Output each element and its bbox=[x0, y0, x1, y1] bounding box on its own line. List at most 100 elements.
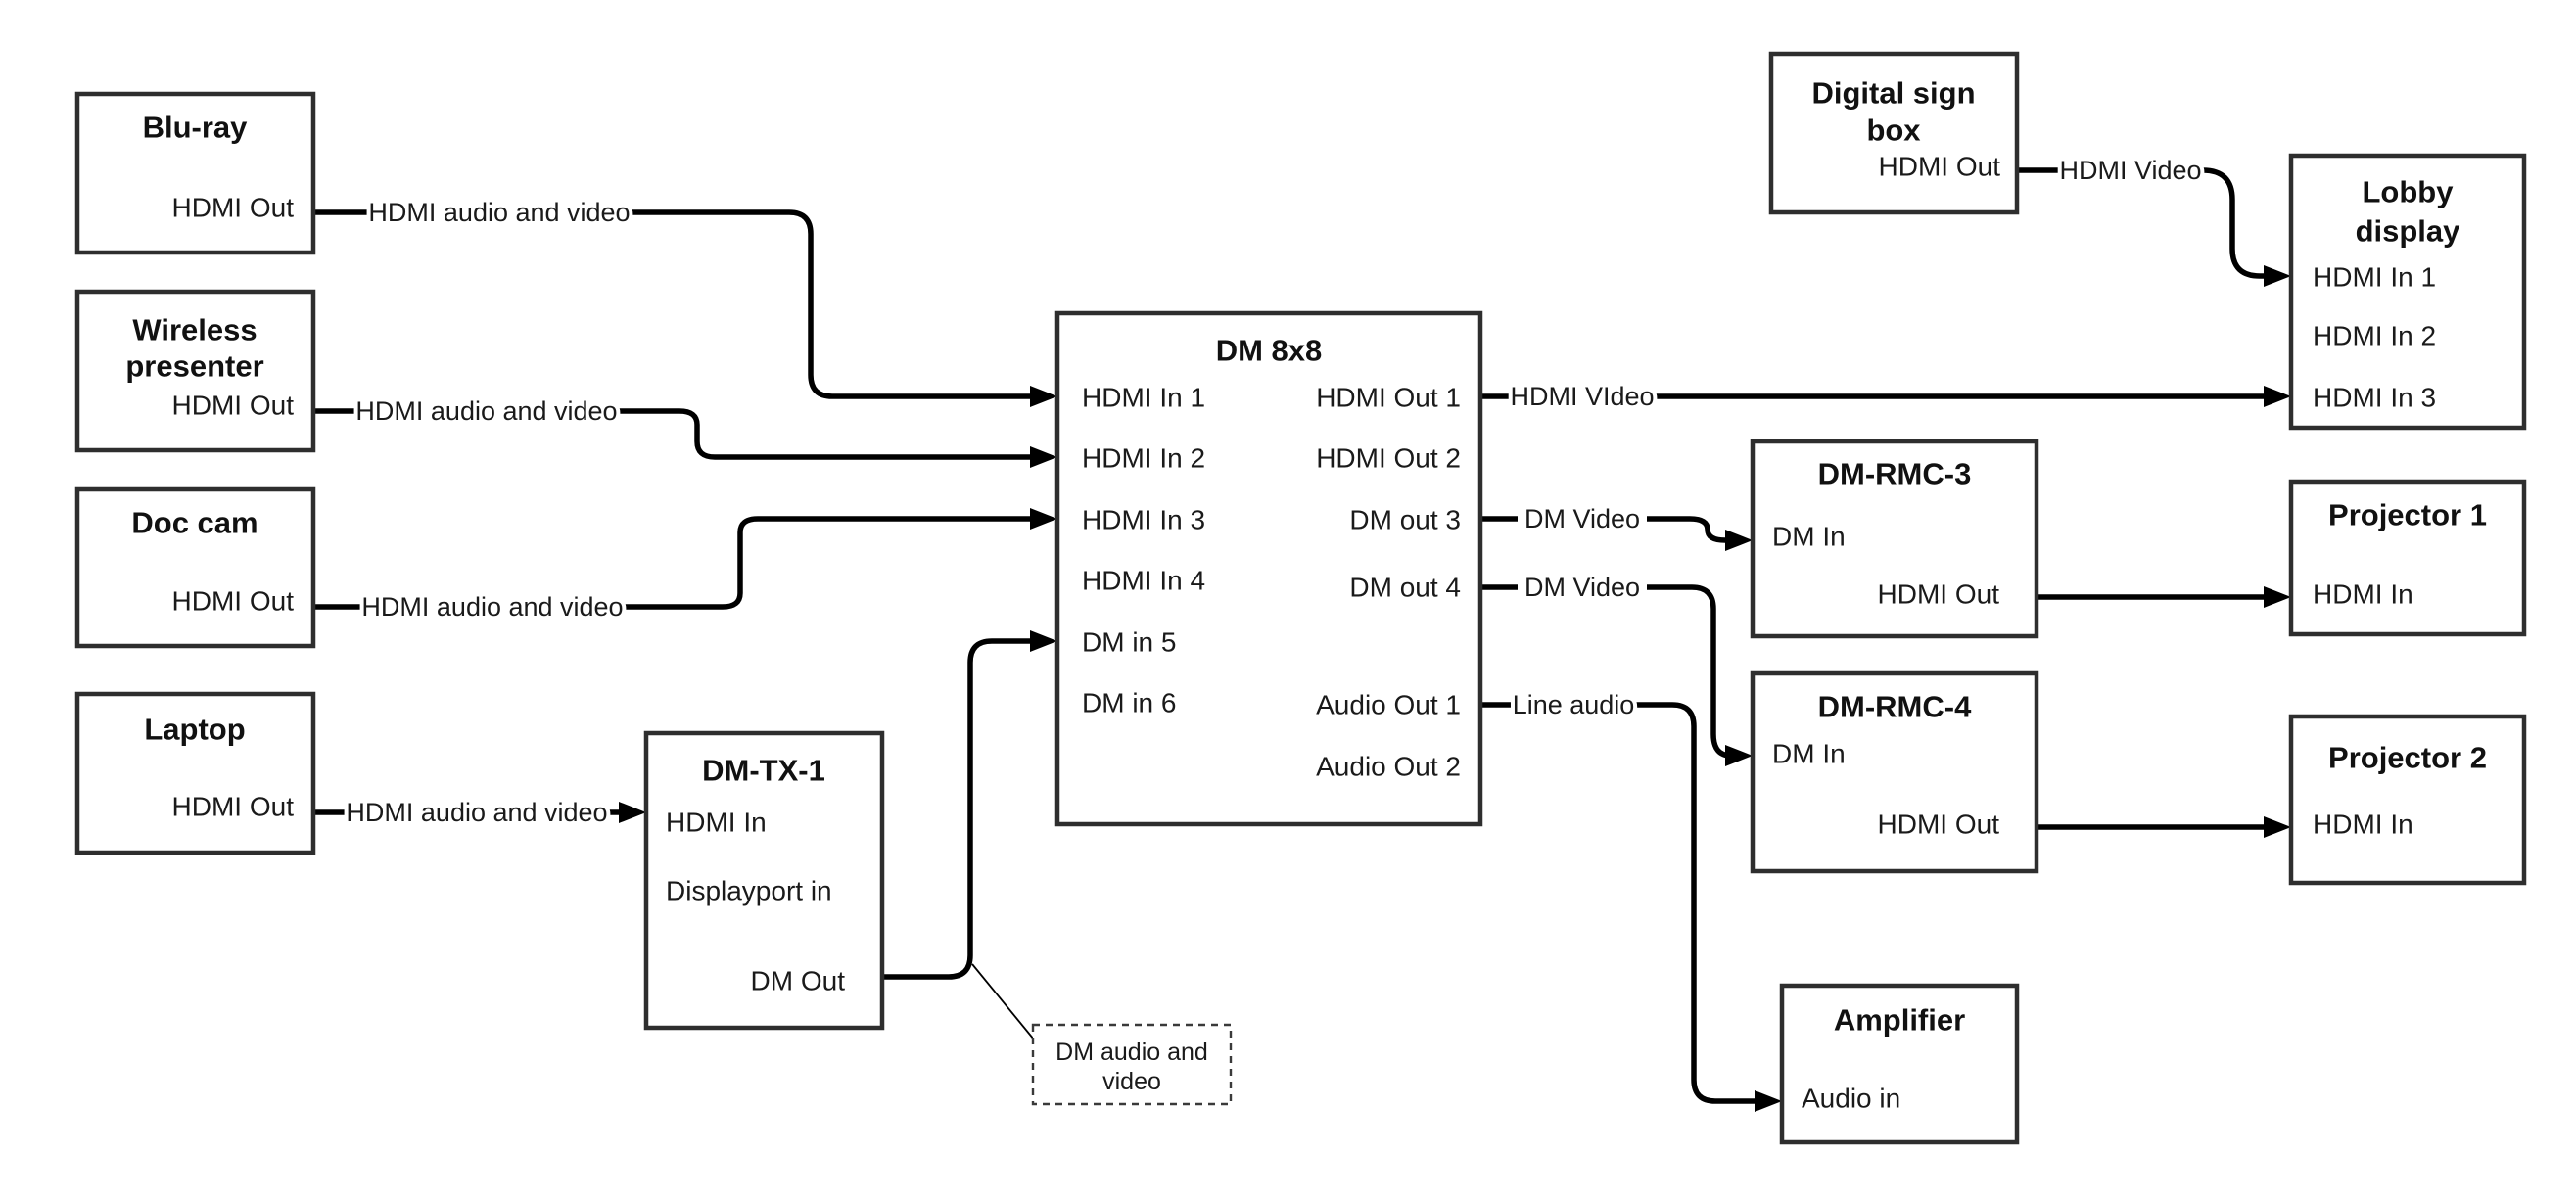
arrowhead bbox=[2264, 816, 2291, 838]
node-title: DM-RMC-3 bbox=[1818, 457, 1972, 491]
wire-doccam-to-dm8x8 bbox=[619, 516, 1032, 610]
node-box bbox=[2288, 153, 2527, 431]
node-box bbox=[74, 691, 316, 855]
port-hdmi-out: HDMI Out bbox=[172, 391, 295, 421]
wire-wireless-to-dm8x8 bbox=[611, 408, 1032, 460]
annotation-text: video bbox=[1102, 1068, 1161, 1095]
arrowhead bbox=[2264, 265, 2291, 287]
wire-label: HDMI audio and video bbox=[355, 396, 617, 426]
annotation-box bbox=[1031, 1023, 1233, 1106]
wire-label: HDMI audio and video bbox=[368, 198, 630, 227]
wire-label: HDMI audio and video bbox=[346, 798, 607, 827]
arrowhead bbox=[1030, 508, 1057, 530]
node-box bbox=[1779, 983, 2020, 1145]
port-hdmi-in: HDMI In bbox=[2313, 809, 2413, 840]
arrowhead bbox=[619, 802, 646, 823]
node-projector-1: Projector 1 HDMI In bbox=[2288, 479, 2527, 637]
node-title: Blu-ray bbox=[143, 111, 249, 145]
node-wireless-presenter: Wireless presenter HDMI Out bbox=[74, 289, 316, 453]
port-dm-out-3: DM out 3 bbox=[1349, 505, 1461, 535]
node-laptop: Laptop HDMI Out bbox=[74, 691, 316, 855]
node-dm-rmc-3: DM-RMC-3 DM In HDMI Out bbox=[1750, 439, 2039, 639]
port-hdmi-out: HDMI Out bbox=[1879, 152, 2001, 182]
port-dm-in: DM In bbox=[1772, 522, 1846, 552]
node-box bbox=[74, 486, 316, 649]
node-title: Lobby bbox=[2363, 175, 2455, 209]
wire-digitalsign-to-lobby bbox=[2201, 167, 2266, 279]
port-hdmi-out-1: HDMI Out 1 bbox=[1316, 383, 1461, 413]
node-box bbox=[1054, 310, 1483, 827]
node-box bbox=[1750, 439, 2039, 639]
node-doc-cam: Doc cam HDMI Out bbox=[74, 486, 316, 649]
wire-label: DM Video bbox=[1524, 573, 1640, 602]
port-hdmi-in-3: HDMI In 3 bbox=[1082, 505, 1205, 535]
wire-label: HDMI audio and video bbox=[361, 592, 623, 622]
port-hdmi-in-1: HDMI In 1 bbox=[2313, 262, 2436, 293]
port-hdmi-in-2: HDMI In 2 bbox=[1082, 443, 1205, 474]
arrowhead bbox=[1030, 630, 1057, 652]
node-title: Laptop bbox=[144, 713, 245, 747]
annotation-text: DM audio and bbox=[1055, 1039, 1208, 1066]
wire-label: HDMI VIdeo bbox=[1510, 382, 1654, 411]
port-hdmi-out: HDMI Out bbox=[172, 193, 295, 223]
arrowhead bbox=[1755, 1090, 1782, 1112]
node-lobby-display: Lobby display HDMI In 1 HDMI In 2 HDMI I… bbox=[2288, 153, 2527, 431]
port-hdmi-in-4: HDMI In 4 bbox=[1082, 566, 1205, 596]
node-title: Wireless bbox=[132, 313, 257, 347]
node-box bbox=[2288, 479, 2527, 637]
node-projector-2: Projector 2 HDMI In bbox=[2288, 714, 2527, 886]
wire-label: HDMI Video bbox=[2059, 156, 2201, 185]
arrowhead bbox=[1725, 745, 1753, 766]
arrowhead bbox=[2264, 586, 2291, 608]
port-hdmi-in-2: HDMI In 2 bbox=[2313, 321, 2436, 351]
node-title: box bbox=[1866, 114, 1921, 148]
port-hdmi-in-1: HDMI In 1 bbox=[1082, 383, 1205, 413]
node-box bbox=[74, 91, 316, 255]
node-title: Doc cam bbox=[131, 506, 258, 540]
node-dm-8x8: DM 8x8 HDMI In 1 HDMI In 2 HDMI In 3 HDM… bbox=[1054, 310, 1483, 827]
node-title: Amplifier bbox=[1834, 1003, 1965, 1038]
wire-labels: HDMI audio and video HDMI audio and vide… bbox=[342, 152, 2205, 831]
node-title: display bbox=[2356, 214, 2461, 249]
wire-dmtx1-to-dm8x8 bbox=[882, 638, 1032, 980]
port-hdmi-in: HDMI In bbox=[666, 808, 767, 838]
port-hdmi-out: HDMI Out bbox=[172, 586, 295, 617]
arrowhead bbox=[2264, 386, 2291, 407]
node-title: Projector 2 bbox=[2328, 741, 2487, 775]
port-dm-out: DM Out bbox=[751, 966, 846, 996]
node-blu-ray: Blu-ray HDMI Out bbox=[74, 91, 316, 255]
node-box bbox=[1768, 51, 2020, 215]
node-title: presenter bbox=[125, 349, 263, 384]
port-hdmi-out-2: HDMI Out 2 bbox=[1316, 443, 1461, 474]
port-audio-out-2: Audio Out 2 bbox=[1316, 752, 1461, 782]
wire-label: DM Video bbox=[1524, 504, 1640, 533]
wire-dm8x8-to-dmrmc4 bbox=[1647, 584, 1732, 759]
node-box bbox=[74, 289, 316, 453]
arrowhead bbox=[1725, 530, 1753, 551]
port-hdmi-out: HDMI Out bbox=[1878, 579, 2000, 610]
node-title: Projector 1 bbox=[2328, 498, 2487, 532]
arrowhead bbox=[1030, 386, 1057, 407]
node-title: DM-RMC-4 bbox=[1818, 690, 1972, 724]
wire-bluray-to-dm8x8 bbox=[624, 209, 1032, 399]
wires bbox=[313, 167, 2291, 1112]
port-dm-out-4: DM out 4 bbox=[1349, 573, 1461, 603]
port-audio-out-1: Audio Out 1 bbox=[1316, 690, 1461, 720]
node-amplifier: Amplifier Audio in bbox=[1779, 983, 2020, 1145]
port-hdmi-out: HDMI Out bbox=[172, 792, 295, 822]
port-hdmi-in-3: HDMI In 3 bbox=[2313, 383, 2436, 413]
arrowhead bbox=[1030, 446, 1057, 468]
wire-dm8x8-to-dmrmc3 bbox=[1647, 516, 1729, 543]
node-title: Digital sign bbox=[1811, 76, 1975, 111]
annotation-leader-line bbox=[971, 963, 1035, 1040]
port-dm-in-5: DM in 5 bbox=[1082, 627, 1176, 658]
node-dm-rmc-4: DM-RMC-4 DM In HDMI Out bbox=[1750, 670, 2039, 874]
port-hdmi-out: HDMI Out bbox=[1878, 809, 2000, 840]
wire-dm8x8-to-amplifier bbox=[1635, 702, 1756, 1104]
annotation-dm-audio-video: DM audio and video bbox=[1031, 1023, 1233, 1106]
node-box bbox=[643, 730, 885, 1031]
node-title: DM-TX-1 bbox=[702, 754, 825, 788]
port-hdmi-in: HDMI In bbox=[2313, 579, 2413, 610]
